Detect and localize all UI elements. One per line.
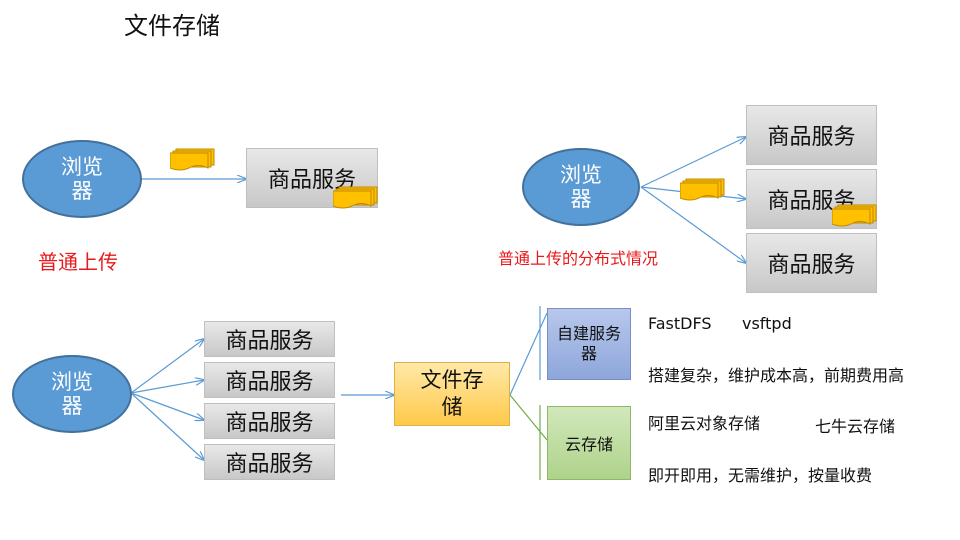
file-stack-icon — [170, 148, 215, 171]
browser-label: 浏览器 — [61, 155, 103, 203]
product-qiniu: 七牛云存储 — [815, 417, 896, 436]
service-box-dist-1: 商品服务 — [746, 105, 877, 165]
browser-label: 浏览器 — [560, 163, 602, 211]
self-built-server-box: 自建服务器 — [547, 308, 631, 380]
service-box-storage-3: 商品服务 — [204, 403, 335, 439]
file-stack-icon — [680, 178, 725, 201]
self-built-note: 搭建复杂，维护成本高，前期费用高 — [648, 366, 905, 385]
file-stack-icon — [333, 186, 378, 209]
service-label: 商品服务 — [767, 253, 856, 278]
arrow-srv-3 — [130, 392, 204, 420]
cloud-note: 即开即用，无需维护，按量收费 — [648, 466, 873, 485]
browser-node-storage: 浏览器 — [12, 355, 132, 433]
service-label: 商品服务 — [225, 370, 314, 395]
service-label: 商品服务 — [225, 329, 314, 354]
file-stack-icon — [832, 204, 877, 227]
line-storage-to-cloud — [509, 394, 548, 441]
browser-label: 浏览器 — [51, 370, 93, 418]
arrow-srv-1 — [130, 339, 204, 394]
cloud-storage-box: 云存储 — [547, 406, 631, 480]
product-fastdfs: FastDFS — [648, 314, 712, 333]
file-storage-label: 文件存储 — [420, 368, 484, 419]
product-aliyun-oss: 阿里云对象存储 — [648, 414, 761, 433]
caption-normal-upload: 普通上传 — [38, 250, 118, 274]
service-label: 商品服务 — [767, 125, 856, 150]
service-box-storage-2: 商品服务 — [204, 362, 335, 398]
arrow-srv-2 — [130, 380, 204, 394]
arrow-srv-4 — [130, 392, 204, 460]
service-box-storage-4: 商品服务 — [204, 444, 335, 480]
browser-node-distributed: 浏览器 — [522, 148, 640, 226]
service-box-storage-1: 商品服务 — [204, 321, 335, 357]
product-vsftpd: vsftpd — [742, 314, 792, 333]
service-box-dist-2: 商品服务 — [746, 169, 877, 229]
service-label: 商品服务 — [225, 411, 314, 436]
browser-node-normal: 浏览器 — [22, 140, 142, 218]
service-label: 商品服务 — [225, 452, 314, 477]
line-storage-to-selfbuilt — [509, 312, 548, 396]
file-storage-box: 文件存储 — [394, 362, 510, 426]
cloud-label: 云存储 — [564, 435, 613, 454]
self-built-label: 自建服务器 — [557, 324, 622, 363]
caption-distributed-upload: 普通上传的分布式情况 — [498, 249, 659, 268]
service-box-dist-3: 商品服务 — [746, 233, 877, 293]
page-title: 文件存储 — [124, 12, 220, 40]
